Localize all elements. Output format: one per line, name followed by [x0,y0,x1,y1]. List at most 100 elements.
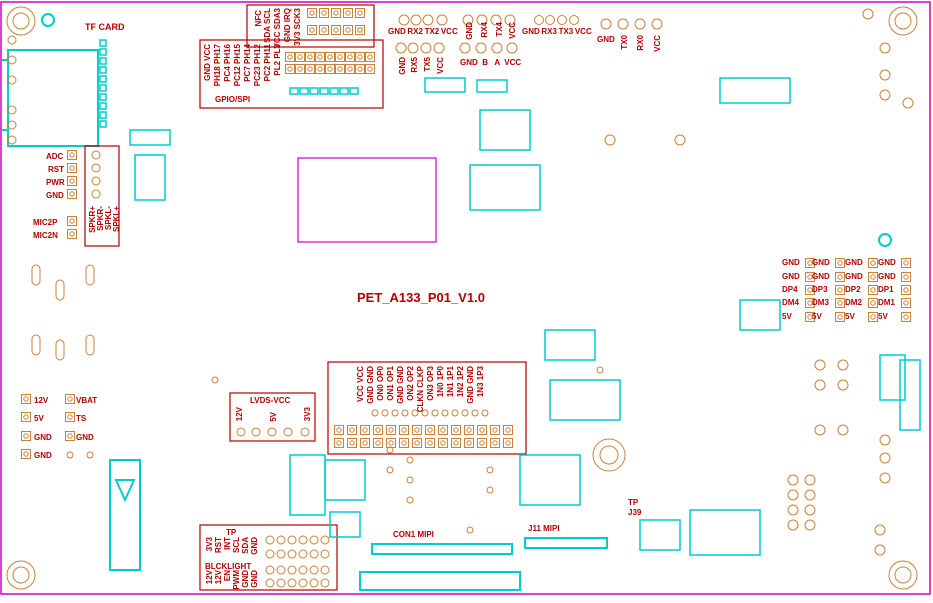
gpio-smd [329,87,339,95]
usb-label: DP3 [812,285,828,294]
nfc-pad [307,25,317,35]
rs485-pad [491,42,503,54]
small-via [486,466,494,474]
tp-box [199,524,338,591]
small-via [466,526,474,534]
small-via [596,366,604,374]
uart5-tx: TX5 [423,57,432,72]
usb-label: GND [782,272,800,281]
smd-component [129,129,171,146]
uart3-pad [557,15,567,25]
lvds-conn-pad [386,438,396,448]
uart3-pad [569,15,579,25]
gpio-pad [305,52,315,62]
gpio-title: GPIO/SPI [215,95,251,104]
usb-label: DP1 [878,285,894,294]
backlight-pad [298,578,308,588]
tf-pin [99,102,107,110]
left-pin-adc: ADC [46,152,64,161]
backlight-pad [276,578,286,588]
lvds-via [391,409,399,417]
uart5-pad [407,42,419,54]
tp-j39-top: TP [628,498,639,507]
lvds-vcc-pad [267,427,277,437]
right-via [804,474,816,486]
gpio-pad [295,64,305,74]
nfc-pin-1: SDA SCL [263,8,272,43]
nfc-title: NFC [254,10,263,27]
rs485-pad [459,42,471,54]
backlight-pin-label: PWM [232,570,241,590]
tf-hole [7,35,17,45]
small-via [406,476,414,484]
backlight-pad [320,578,330,588]
uart2-pad [422,14,434,26]
tp-pad [276,549,286,559]
right-via [879,42,891,54]
right-via [874,544,886,556]
uart2-pad [398,14,410,26]
backlight-pin-label: 12V [205,570,214,585]
nfc-pad [319,25,329,35]
gpio-smd [339,87,349,95]
gpio-pin-1: GND VCC [203,44,212,81]
uart2-pad [410,14,422,26]
mic-pad [67,229,77,239]
left-header-pad [67,189,77,199]
lvds-conn-pad [334,438,344,448]
usb-label: GND [845,258,863,267]
slot [55,279,65,301]
smd-component [739,299,781,331]
right-via [879,434,891,446]
lvds-conn-pin-label: GND GND [466,366,475,404]
mount-hole-tl [6,6,36,36]
lvds-conn-box [327,361,527,455]
lvds-via [401,409,409,417]
lvds-vcc-12v: 12V [235,407,244,422]
tp-pad [298,549,308,559]
uart0-pad [651,18,663,30]
soc-outline [297,157,437,243]
lvds-conn-pin-label: 1N2 1P2 [456,366,465,398]
uart4-vcc: VCC [508,22,517,39]
tp-pad [265,535,275,545]
uart3-labels: GND RX3 TX3 VCC [522,27,592,36]
nfc-pad [319,8,329,18]
uart4-pad [490,14,502,26]
mount-hole-tr [888,6,918,36]
backlight-pin-label: GND [250,570,259,588]
right-via [902,97,914,109]
j11-mipi-connector [524,537,608,549]
smd-component [899,359,921,431]
lvds-vcc-pad [236,427,246,437]
usb-label: 5V [878,312,888,321]
gpio-pad [335,52,345,62]
tf-pin [99,57,107,65]
right-via [862,8,874,20]
gpio-pad [295,52,305,62]
uart5-vcc: VCC [436,57,445,74]
usb-pad [835,298,845,308]
lvds-via [461,409,469,417]
gpio-pin-4: PC12 PH15 [233,44,242,87]
small-via [66,451,74,459]
lvds-conn-pad [490,438,500,448]
right-via [604,134,616,146]
lvds-via [421,409,429,417]
backlight-pad [287,578,297,588]
power-gnd-3: GND [76,433,94,442]
nfc-pad [331,25,341,35]
gpio-pin-3: PC4 PH16 [223,44,232,82]
usb-pad [868,312,878,322]
slot [31,264,41,286]
right-via [804,519,816,531]
usb-label: DM2 [845,298,862,307]
power-gnd-1: GND [34,433,52,442]
tp-pad [309,535,319,545]
lvds-conn-pin-label: 1N1 1P1 [446,366,455,398]
tp-pad [309,549,319,559]
gpio-pin-7: PC2 PH11 [263,44,272,82]
lvds-conn-pad [360,438,370,448]
lvds-conn-pad [347,438,357,448]
rs485-labels: GND B A VCC [460,58,522,67]
